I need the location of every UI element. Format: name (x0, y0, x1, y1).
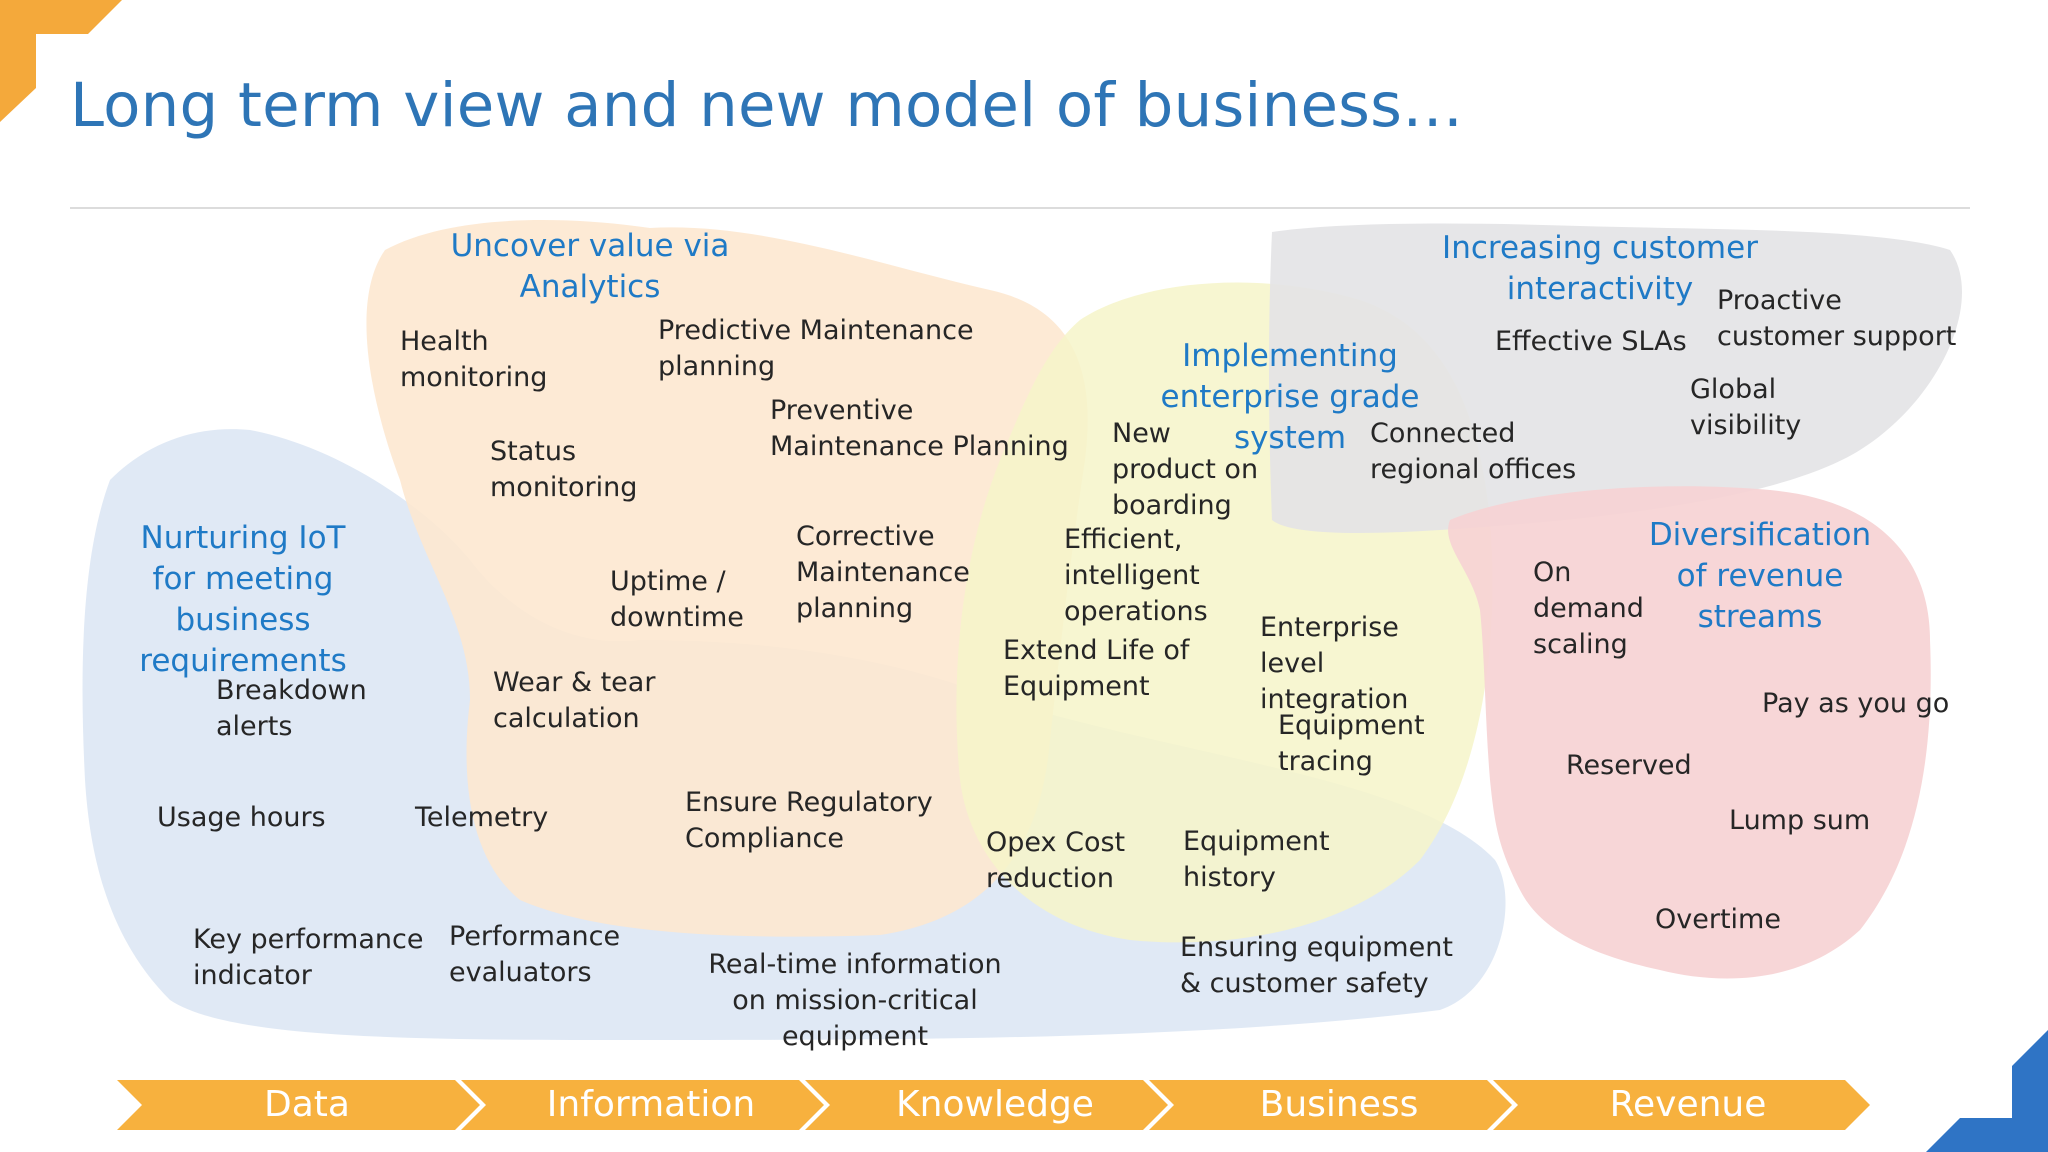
item-corrective-maintenance: Corrective Maintenance planning (796, 521, 970, 624)
item-overtime: Overtime (1655, 904, 1781, 935)
item-reserved: Reserved (1566, 750, 1692, 781)
stage-label-revenue: Revenue (1609, 1084, 1767, 1125)
item-equipment-tracing: Equipment tracing (1278, 710, 1425, 777)
item-extend-life: Extend Life of Equipment (1003, 635, 1190, 702)
heading-interactivity: Increasing customer interactivity (1442, 230, 1758, 307)
heading-revenue: Diversification of revenue streams (1648, 517, 1872, 635)
stage-label-information: Information (546, 1084, 756, 1125)
item-new-product-onboarding: New product on boarding (1112, 418, 1259, 521)
slide-title: Long term view and new model of business… (70, 70, 1464, 141)
chevron-business (1149, 1080, 1512, 1130)
item-global-visibility: Global visibility (1690, 374, 1802, 441)
item-usage-hours: Usage hours (157, 802, 326, 833)
item-connected-offices: Connected regional offices (1370, 418, 1577, 485)
blob-analytics (366, 220, 1088, 937)
corner-accent-top-left (0, 0, 122, 122)
item-breakdown-alerts: Breakdown alerts (216, 675, 367, 742)
item-telemetry: Telemetry (415, 802, 549, 833)
item-performance-evaluators: Performance evaluators (449, 921, 621, 988)
item-uptime-downtime: Uptime / downtime (610, 566, 744, 633)
item-lump-sum: Lump sum (1729, 805, 1871, 836)
corner-accent-bottom-right (1926, 1030, 2048, 1152)
item-predictive-maintenance: Predictive Maintenance planning (658, 315, 974, 382)
blob-revenue (1448, 486, 1931, 979)
blob-interactivity (1269, 223, 1963, 533)
heading-analytics: Uncover value via Analytics (450, 228, 730, 305)
stage-label-business: Business (1259, 1084, 1419, 1125)
stage-label-data: Data (264, 1084, 350, 1125)
heading-enterprise: Implementing enterprise grade system (1160, 338, 1420, 456)
item-health-monitoring: Health monitoring (400, 326, 548, 393)
item-enterprise-integration: Enterprise level integration (1260, 612, 1409, 715)
item-status-monitoring: Status monitoring (490, 436, 638, 503)
item-realtime-information: Real-time information on mission-critica… (708, 949, 1002, 1052)
item-proactive-support: Proactive customer support (1717, 285, 1957, 352)
item-equipment-safety: Ensuring equipment & customer safety (1180, 932, 1453, 999)
item-opex-reduction: Opex Cost reduction (986, 827, 1126, 894)
chevron-revenue (1493, 1080, 1870, 1130)
heading-iot: Nurturing IoT for meeting business requi… (139, 520, 347, 679)
item-kpi: Key performance indicator (193, 924, 424, 991)
item-pay-as-you-go: Pay as you go (1762, 688, 1950, 719)
item-equipment-history: Equipment history (1183, 826, 1330, 893)
item-on-demand-scaling: On demand scaling (1533, 557, 1644, 660)
chevron-information (461, 1080, 824, 1130)
item-wear-tear: Wear & tear calculation (493, 667, 656, 734)
item-regulatory-compliance: Ensure Regulatory Compliance (685, 787, 933, 854)
item-preventive-maintenance: Preventive Maintenance Planning (770, 395, 1069, 462)
title-divider (70, 207, 1970, 209)
item-effective-slas: Effective SLAs (1495, 326, 1687, 357)
stage-label-knowledge: Knowledge (896, 1084, 1094, 1125)
chevron-knowledge (805, 1080, 1168, 1130)
chevron-data (117, 1080, 480, 1130)
item-efficient-operations: Efficient, intelligent operations (1064, 524, 1208, 627)
